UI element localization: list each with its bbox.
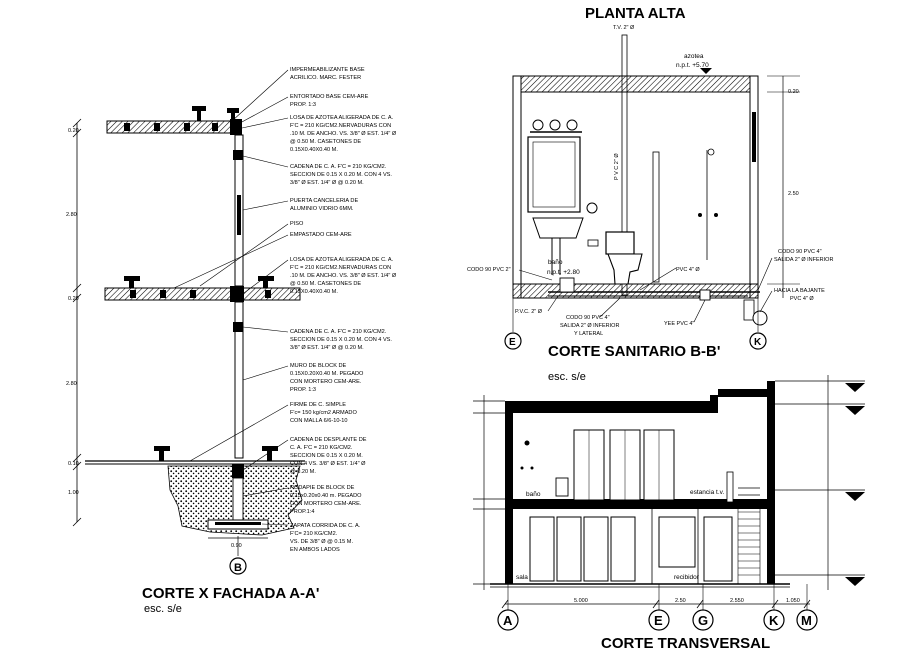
transversal-bano-label: baño (526, 491, 541, 498)
fachada-axis-marker (229, 557, 247, 575)
fachada-dim-mid-slab: 0.20 (68, 296, 79, 302)
note-losa-azotea-mid: LOSA DE AZOTEA ALIGERADA DE C. A.F'C = 2… (290, 257, 397, 295)
note-cadena-top: CADENA DE C. A. F'C = 210 KG/CM2.SECCION… (290, 164, 392, 186)
sanitario-pvc4-label: PVC 4" Ø (676, 267, 700, 273)
sanitario-axis-left (504, 332, 522, 350)
fachada-dim-lower-wall: 2.80 (66, 381, 77, 387)
title-corte-transversal: CORTE TRANSVERSAL (601, 635, 770, 652)
corte-sanitario-section: T.V. 2" Ø azotea n.p.t. +5.70 0.20 2.50 (467, 25, 833, 350)
sanitario-npt-top: n.p.t. +5.70 (676, 62, 709, 69)
transversal-dim-3: 2.550 (730, 598, 744, 604)
axis-marker-a (497, 609, 519, 631)
sanitario-dim-slab: 0.20 (788, 89, 799, 95)
transversal-axis-markers: A E G K M (497, 609, 818, 631)
sanitario-tv-label: T.V. 2" Ø (613, 25, 635, 31)
note-cadena-mid: CADENA DE C. A. F'C = 210 KG/CM2.SECCION… (290, 329, 392, 351)
corte-fachada-section: 0.20 2.80 0.20 2.80 0.10 1.00 (66, 69, 305, 575)
axis-label-a: A (503, 613, 513, 628)
transversal-sala-label: sala (516, 574, 528, 581)
title-planta-alta: PLANTA ALTA (585, 5, 686, 22)
sanitario-pvc-vertical: P V C 2" Ø (614, 153, 620, 180)
transversal-dim-4: 1.050 (786, 598, 800, 604)
note-zapata: ZAPATA CORRIDA DE C. A.F'C= 210 KG/CM2.V… (290, 523, 361, 553)
sanitario-yee-label: YEE PVC 4" (664, 321, 694, 327)
title-corte-sanitario: CORTE SANITARIO B-B' (548, 343, 720, 360)
sanitario-axis-left-label: E (509, 337, 516, 348)
sanitario-azotea-label: azotea (684, 53, 704, 60)
fachada-dim-top-slab: 0.20 (68, 128, 79, 134)
fachada-axis-label: B (234, 562, 242, 574)
transversal-estancia-label: estancia t.v. (690, 489, 724, 496)
sanitario-pvc2-label: P.V.C. 2" Ø (515, 309, 543, 315)
sanitario-npt-bano: n.p.t. +2.80 (547, 269, 580, 276)
transversal-dim-2: 2.50 (675, 598, 686, 604)
fachada-dim-footing: 1.00 (68, 490, 79, 496)
sanitario-dim-height: 2.50 (788, 191, 799, 197)
sanitario-axis-right-label: K (754, 337, 762, 348)
fachada-dim-footing-width: 0.90 (231, 543, 242, 549)
title-corte-fachada: CORTE X FACHADA A-A' (142, 585, 319, 602)
note-piso: PISO (290, 221, 304, 227)
axis-label-g: G (698, 613, 708, 628)
fachada-leaders (173, 69, 289, 526)
fachada-dim-upper-wall: 2.80 (66, 212, 77, 218)
note-losa-azotea-top: LOSA DE AZOTEA ALIGERADA DE C. A.F'C = 2… (290, 115, 397, 153)
axis-label-m: M (801, 613, 812, 628)
fachada-dim-floor: 0.10 (68, 461, 79, 467)
axis-marker-e (648, 609, 670, 631)
transversal-recibidor-label: recibidor (674, 574, 700, 581)
corte-transversal-section: baño estancia t.v. sala recibidor (473, 375, 865, 631)
scale-corte-fachada: esc. s/e (144, 603, 182, 615)
scale-corte-sanitario: esc. s/e (548, 371, 586, 383)
sanitario-bano-label: baño (548, 259, 563, 266)
axis-label-e: E (654, 613, 663, 628)
fachada-dim-ticks (72, 118, 82, 527)
axis-marker-g (692, 609, 714, 631)
sanitario-codo-right: CODO 90 PVC 4"SALIDA 2" Ø INFERIOR (774, 249, 833, 263)
transversal-dim-1: 5.000 (574, 598, 588, 604)
sanitario-axis-right (749, 332, 767, 350)
axis-marker-m (796, 609, 818, 631)
axis-label-k: K (769, 613, 779, 628)
sanitario-codo-left: CODO 90 PVC 2" (467, 267, 511, 273)
note-empastado: EMPASTADO CEM-ARE (290, 232, 352, 238)
axis-marker-k (763, 609, 785, 631)
